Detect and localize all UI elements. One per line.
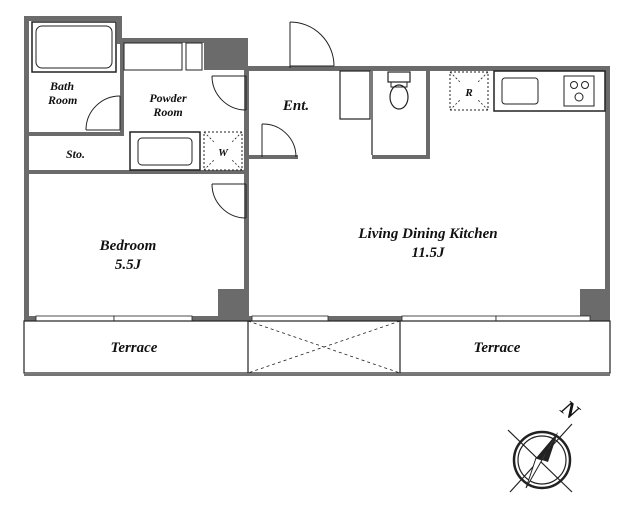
washer-space [203, 131, 243, 171]
terrace [23, 320, 611, 376]
room-labels: Bath Room Powder Room Sto. W Ent. R Bedr… [47, 79, 521, 356]
bedroom-label-1: Bedroom [99, 238, 157, 254]
closet-top [123, 42, 203, 71]
bedroom-door [211, 183, 247, 219]
bath-label-1: Bath [49, 79, 74, 93]
ldk-label-2: 11.5J [412, 245, 445, 261]
entrance-door [289, 21, 335, 68]
washer-label: W [218, 147, 229, 159]
powder-label-2: Room [152, 105, 182, 119]
bath-door [85, 95, 121, 131]
terrace-left-label: Terrace [111, 340, 158, 356]
powder-label-1: Powder [149, 91, 187, 105]
bathtub [31, 21, 117, 73]
powder-door [211, 75, 247, 111]
entrance-inner-door [261, 123, 297, 158]
entrance-label: Ent. [282, 98, 309, 114]
fridge-space [449, 71, 489, 111]
bedroom-label-2: 5.5J [115, 257, 142, 273]
fridge-label: R [464, 87, 472, 99]
windows [35, 315, 591, 322]
compass-north-label: N [556, 394, 586, 425]
kitchen-counter [493, 70, 606, 112]
toilet [387, 71, 411, 110]
wash-basin [129, 131, 201, 171]
compass-icon: N [507, 394, 586, 493]
shoe-cabinet [339, 70, 373, 155]
terrace-right-label: Terrace [474, 340, 521, 356]
bath-label-2: Room [47, 93, 77, 107]
ldk-label-1: Living Dining Kitchen [357, 226, 497, 242]
storage-label: Sto. [66, 147, 85, 161]
